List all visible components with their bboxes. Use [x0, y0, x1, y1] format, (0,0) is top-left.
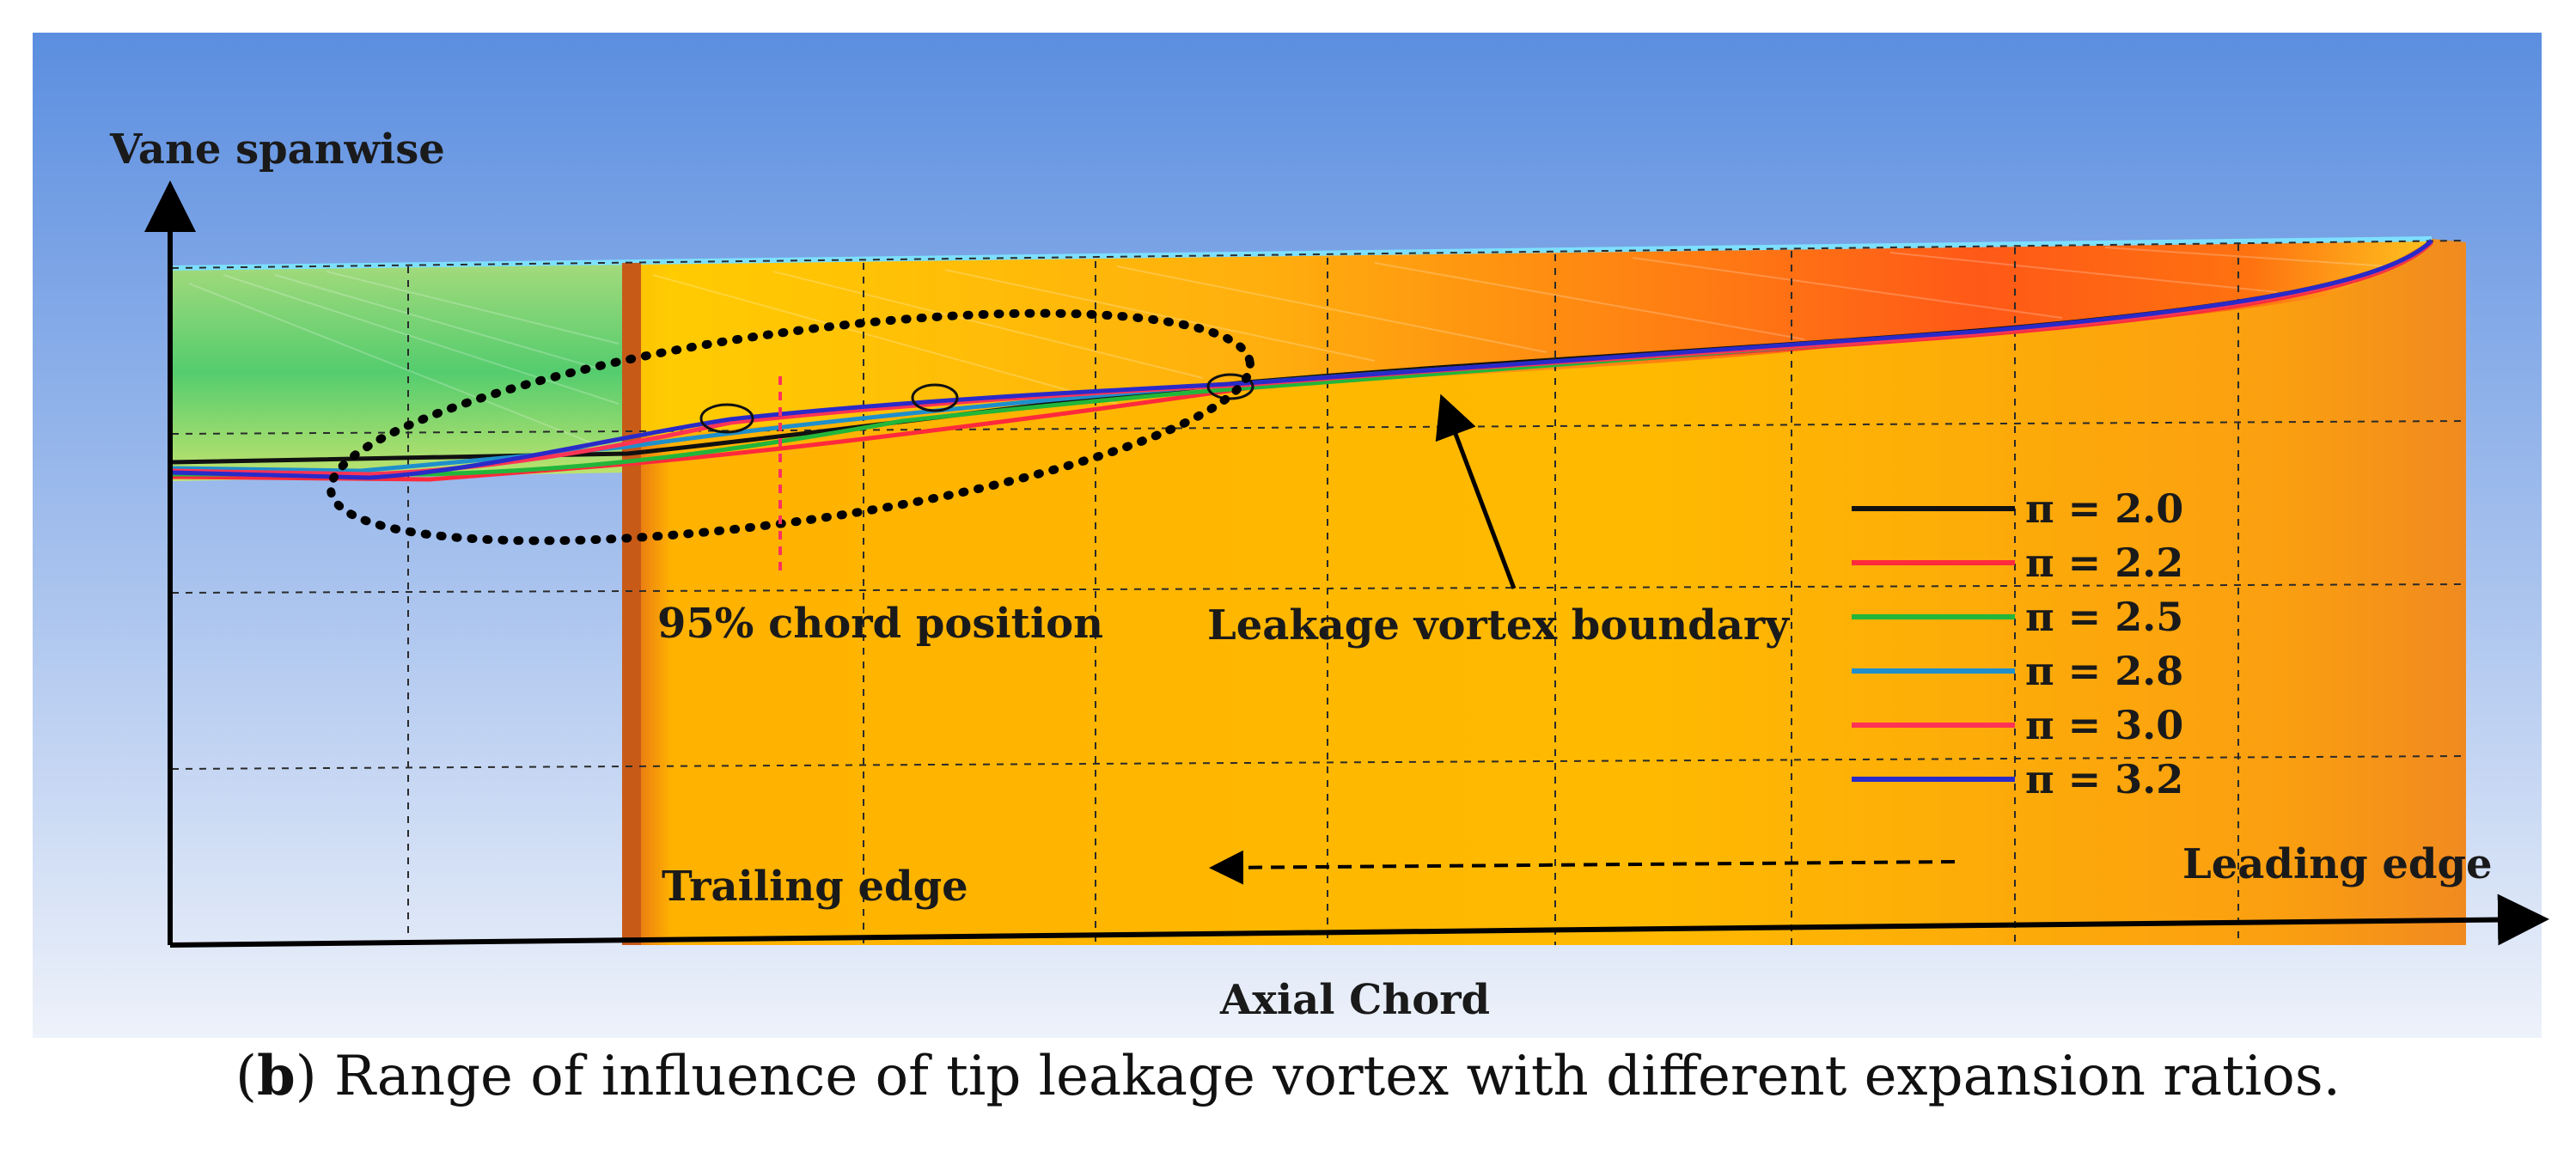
caption-text: Range of influence of tip leakage vortex… [334, 1045, 2341, 1108]
legend-label: π = 3.0 [2025, 702, 2183, 748]
legend-label: π = 2.2 [2025, 540, 2183, 586]
legend-label: π = 2.8 [2025, 648, 2183, 694]
legend-label: π = 2.0 [2025, 485, 2183, 532]
streak-texture [188, 247, 2390, 448]
curve-pi-3-2 [171, 239, 2433, 480]
y-axis-label: Vane spanwise [109, 125, 445, 174]
grid [171, 240, 2467, 945]
flow-direction-arrow [1209, 850, 1956, 885]
vortex-boundary-curves [171, 239, 2433, 482]
leakage-region-left [172, 263, 626, 481]
legend-label: π = 3.2 [2025, 756, 2183, 802]
vortex-boundary-label: Leakage vortex boundary [1207, 601, 1791, 650]
x-axis [169, 894, 2549, 948]
influence-region-ellipse [327, 308, 1254, 546]
legend-label: π = 2.5 [2025, 594, 2183, 640]
caption-letter: b [256, 1044, 296, 1108]
figure-caption: (b) Range of influence of tip leakage vo… [235, 1044, 2341, 1108]
trailing-edge-stripe [622, 263, 641, 945]
boundary-pointer-arrow [1435, 393, 1517, 589]
chord-position-label: 95% chord position [657, 600, 1103, 648]
legend: π = 2.0 π = 2.2 π = 2.5 π = 2.8 π = 3.0 π = 3… [1852, 485, 2183, 802]
x-axis-label: Axial Chord [1219, 976, 1490, 1024]
leading-edge-label: Leading edge [2182, 840, 2493, 888]
trailing-edge-label: Trailing edge [662, 863, 968, 911]
blade-body [626, 239, 2466, 945]
marker-ellipses [699, 373, 1254, 434]
leakage-vortex-band [626, 241, 2432, 438]
